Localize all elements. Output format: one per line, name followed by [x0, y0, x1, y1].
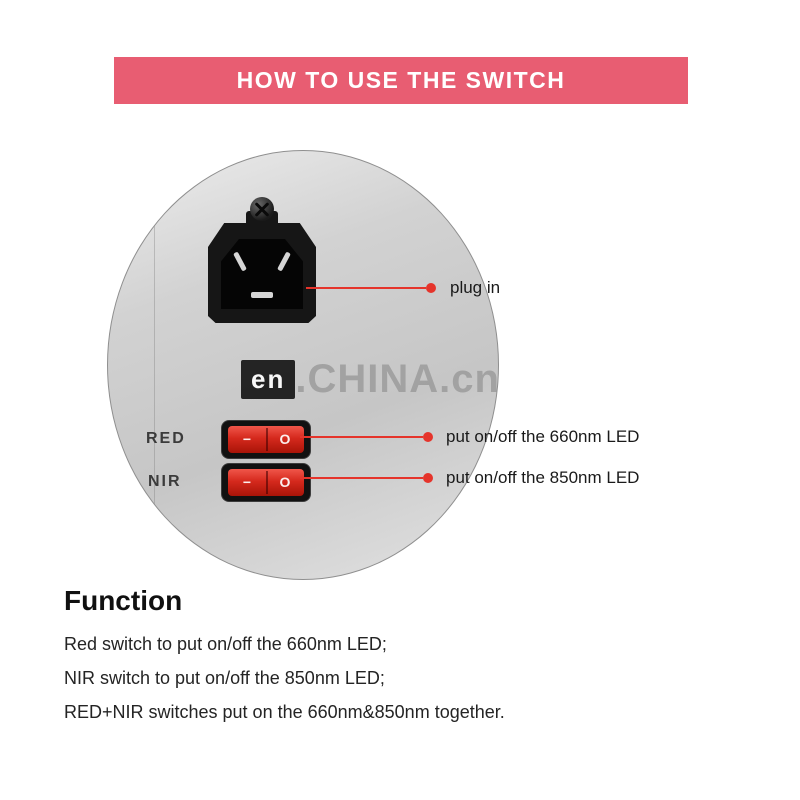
red-rocker: − O	[228, 426, 304, 453]
power-inlet-recess	[221, 239, 303, 309]
red-rocker-switch: − O	[222, 421, 310, 458]
function-line: NIR switch to put on/off the 850nm LED;	[64, 668, 385, 688]
rocker-off-mark: O	[279, 474, 291, 490]
power-inlet	[208, 223, 316, 323]
callout-text: put on/off the 850nm LED	[446, 468, 640, 487]
callout-line	[300, 436, 423, 438]
function-description: Red switch to put on/off the 660nm LED; …	[64, 627, 505, 729]
detail-circle: RED NIR − O − O	[107, 150, 499, 580]
callout-text: put on/off the 660nm LED	[446, 427, 640, 446]
callout-text: plug in	[450, 278, 501, 297]
watermark-block: en	[241, 359, 296, 399]
nir-rocker: − O	[228, 469, 304, 496]
watermark-text: .CHINA.cn	[295, 357, 500, 401]
pin-slot-right	[277, 251, 291, 272]
nir-switch-label: NIR	[148, 473, 182, 490]
rocker-on-mark: −	[242, 431, 252, 447]
pin-slot-left	[233, 251, 247, 272]
rocker-on-mark: −	[242, 474, 252, 490]
callout-dot	[426, 283, 436, 293]
function-heading: Function	[64, 585, 183, 616]
watermark: en .CHINA.cn	[241, 358, 500, 400]
screw-icon	[250, 197, 274, 221]
callout-line	[300, 477, 423, 479]
red-switch-label: RED	[146, 430, 186, 447]
banner: HOW TO USE THE SWITCH	[114, 57, 688, 104]
callout-dot	[423, 473, 433, 483]
banner-title: HOW TO USE THE SWITCH	[236, 67, 566, 93]
nir-rocker-switch: − O	[222, 464, 310, 501]
callout-dot	[423, 432, 433, 442]
callout-line	[306, 287, 426, 289]
function-line: Red switch to put on/off the 660nm LED;	[64, 634, 387, 654]
rocker-off-mark: O	[279, 431, 291, 447]
pin-slot-bottom	[251, 292, 273, 298]
panel-edge-line	[154, 151, 155, 579]
function-line: RED+NIR switches put on the 660nm&850nm …	[64, 702, 505, 722]
